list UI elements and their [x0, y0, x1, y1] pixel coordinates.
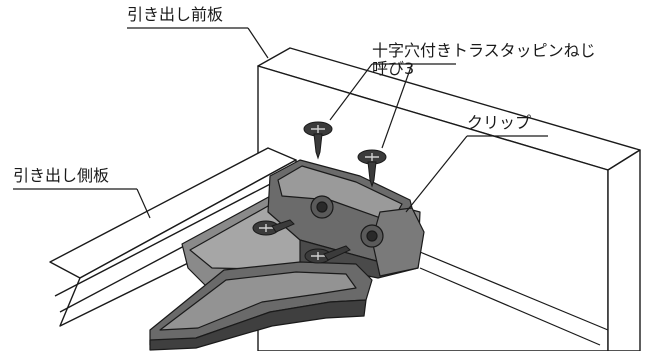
leader-lines	[13, 27, 548, 219]
tapping-screw	[252, 121, 387, 264]
label-tapping-screw-line2: 呼び3	[372, 59, 415, 79]
label-drawer-side-panel: 引き出し側板	[13, 166, 110, 185]
label-drawer-front-panel-text: 引き出し前板	[127, 5, 224, 24]
label-drawer-front-panel: 引き出し前板	[127, 5, 224, 24]
label-drawer-side-panel-text: 引き出し側板	[13, 166, 110, 185]
front-panel-edge-lines	[419, 251, 609, 346]
label-tapping-screw: 十字穴付きトラスタッピンねじ 呼び3	[372, 41, 596, 79]
label-clip: クリップ	[467, 113, 532, 132]
label-tapping-screw-line1: 十字穴付きトラスタッピンねじ	[372, 41, 596, 60]
label-clip-text: クリップ	[467, 113, 532, 132]
drawer-front-panel	[257, 47, 641, 351]
clip-assembly	[149, 159, 425, 351]
